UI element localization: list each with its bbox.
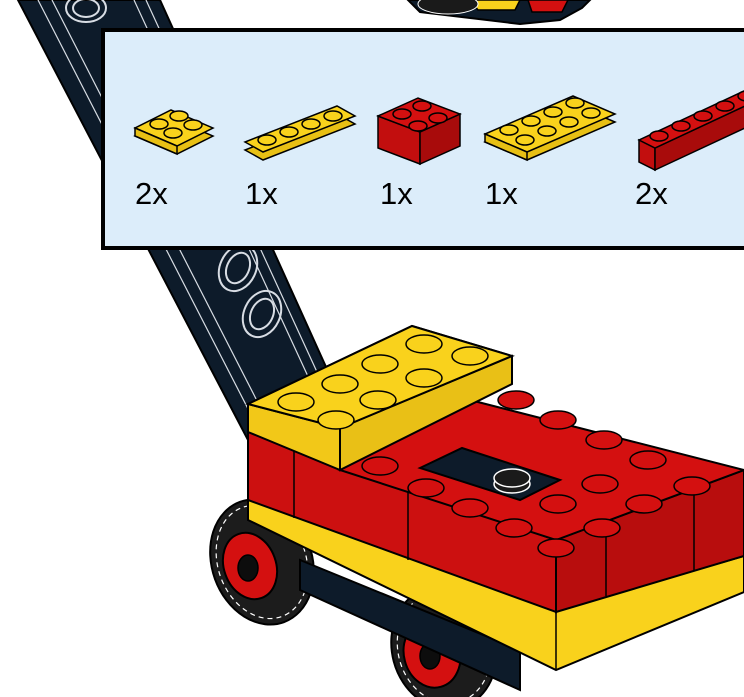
yellow-plate-2x2-icon: [133, 109, 215, 156]
yellow-plate-2x4-icon: [483, 95, 617, 162]
yellow-plate-1x4-icon: [243, 105, 357, 161]
part-quantity: 2x: [135, 176, 168, 211]
red-brick-1x6-icon: [637, 90, 744, 172]
part-quantity: 1x: [245, 176, 278, 211]
upper-part-fragment: [406, 0, 592, 26]
part-quantity: 1x: [380, 176, 413, 211]
parts-list-panel: 2x 1x 1x: [101, 28, 744, 250]
red-brick-2x2-icon: [376, 97, 462, 166]
part-quantity: 2x: [635, 176, 668, 211]
part-quantity: 1x: [485, 176, 518, 211]
studs: [277, 334, 711, 558]
